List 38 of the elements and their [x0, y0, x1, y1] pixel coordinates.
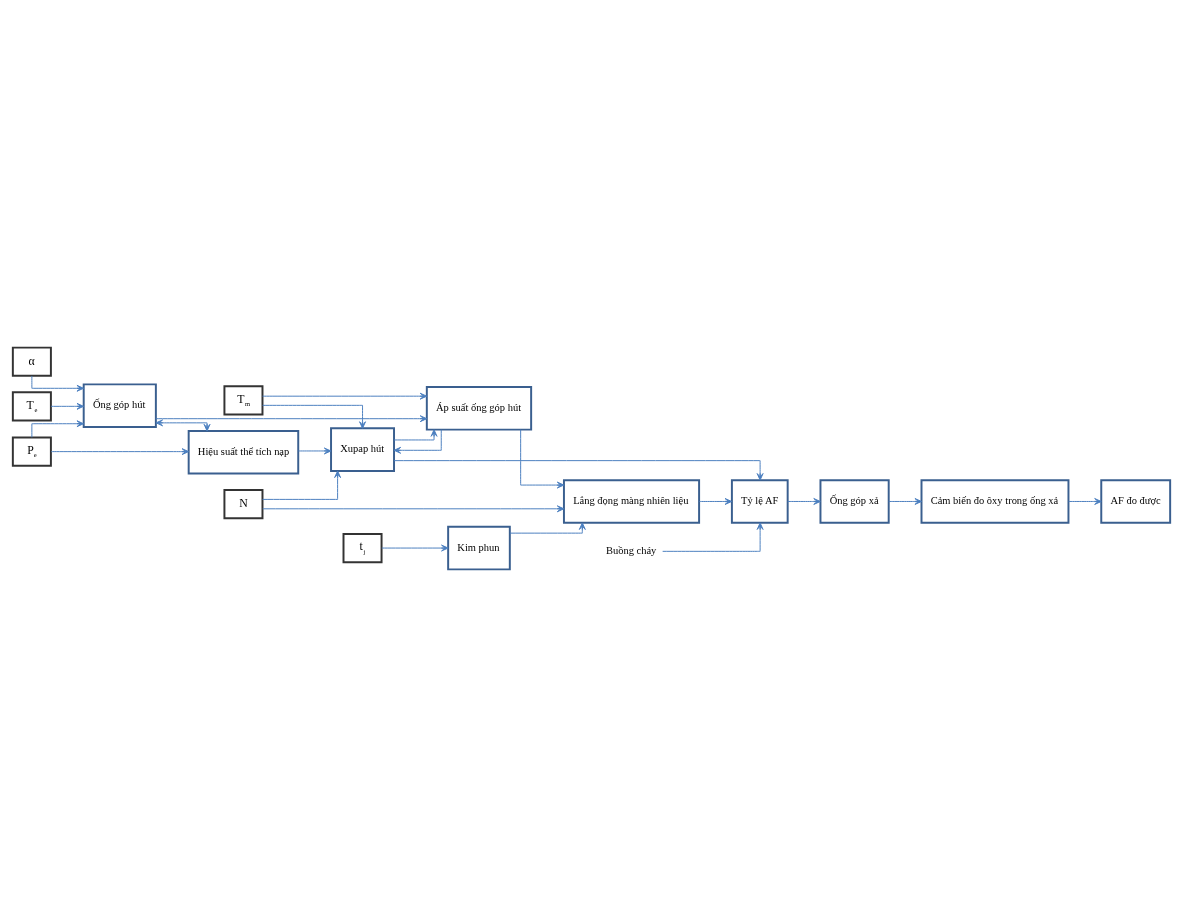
arrow — [297, 447, 332, 455]
arrow — [262, 470, 342, 500]
node-box: α — [11, 346, 52, 377]
arrow — [31, 420, 84, 438]
node-box: Cảm biến đo ôxy trong ống xả — [920, 479, 1070, 524]
arrow — [393, 429, 438, 441]
node-box: Hiệu suất thể tích nạp — [187, 429, 300, 475]
arrow — [262, 505, 565, 513]
node-box: Áp suất ống góp hút — [425, 386, 533, 431]
arrow — [393, 429, 442, 454]
arrow — [262, 404, 366, 429]
arrow — [509, 522, 586, 534]
node-box: AF đo được — [1100, 479, 1172, 524]
node-box: Kim phun — [447, 525, 511, 571]
node-box: Ống góp hút — [82, 383, 157, 428]
node-box: P$_{e}$ — [11, 436, 52, 467]
node-box: T$_{m}$ — [223, 385, 264, 416]
arrow — [393, 460, 764, 481]
arrow — [698, 498, 733, 505]
node-box: N — [223, 489, 264, 520]
node-box: T$_{e}$ — [11, 391, 52, 422]
arrow — [155, 415, 428, 423]
arrow — [888, 498, 922, 505]
node-box: t$_{j}$ — [342, 532, 383, 564]
arrow — [520, 429, 565, 489]
node-box: Tỷ lệ AF — [730, 479, 789, 524]
node-text: Buồng cháy — [605, 544, 657, 556]
arrow — [50, 448, 190, 456]
arrow — [1068, 498, 1102, 505]
arrow — [155, 419, 211, 432]
arrow — [381, 544, 449, 552]
arrow — [50, 402, 85, 410]
node-box: Lắng đọng màng nhiên liệu — [562, 479, 701, 524]
node-box: Xupap hút — [330, 427, 395, 472]
arrow — [662, 522, 764, 552]
arrow — [787, 498, 821, 505]
arrow — [262, 392, 428, 400]
node-box: Ống góp xả — [819, 479, 890, 524]
